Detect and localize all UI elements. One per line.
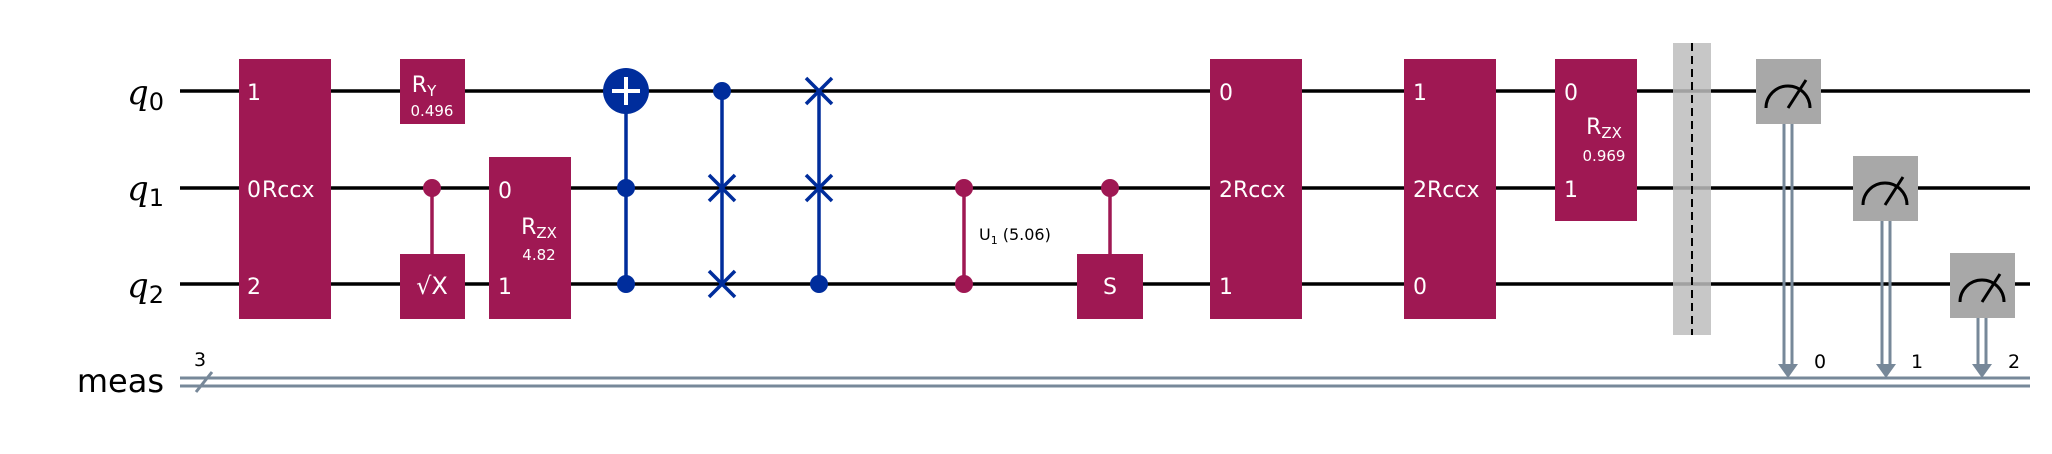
cswap-2-cross-q0: [804, 76, 834, 106]
cswap-gate-2: [804, 76, 834, 293]
rzx-2-pin-bot: 1: [1564, 178, 1578, 203]
rccx-2-pin-mid: 2: [1219, 178, 1233, 203]
rccx-gate-2: 0 2 Rccx 1: [1210, 59, 1302, 319]
csx-control-dot: [423, 179, 441, 197]
rccx-2-pin-top: 0: [1219, 81, 1233, 106]
measure-q1: 1: [1853, 156, 1923, 378]
rccx-1-pin-mid: 0: [247, 178, 261, 203]
rccx-1-pin-bot: 2: [247, 275, 261, 300]
rccx-2-name: Rccx: [1233, 178, 1286, 203]
cs-control-dot: [1101, 179, 1119, 197]
ry-name: RY: [412, 73, 437, 100]
cswap-gate-1: [707, 82, 737, 299]
ry-param: 0.496: [411, 102, 454, 120]
label-q0: q0: [127, 73, 164, 116]
cu1-label: U1(5.06): [979, 225, 1051, 247]
label-q1: q1: [127, 169, 164, 212]
rccx-1-pin-top: 1: [247, 81, 261, 106]
rzx-1-param: 4.82: [522, 246, 555, 264]
rzx-1-pin-top: 0: [498, 179, 512, 204]
classical-count: 3: [194, 349, 206, 371]
toffoli-control-q1: [617, 179, 635, 197]
rccx-3-pin-top: 1: [1413, 81, 1427, 106]
meter-icon: [1861, 181, 1909, 206]
measure-q0-bit: 0: [1814, 351, 1826, 373]
cs-name: S: [1103, 275, 1117, 300]
rzx-gate-1: 0 RZX 4.82 1: [489, 157, 571, 319]
rzx-1-name: RZX: [521, 215, 557, 242]
rccx-1-name: Rccx: [262, 178, 315, 203]
measure-q2-bit: 2: [2008, 351, 2020, 373]
toffoli-gate: [603, 68, 649, 293]
meter-icon: [1958, 278, 2006, 303]
measure-q0: 0: [1756, 59, 1826, 378]
rzx-1-pin-bot: 1: [498, 275, 512, 300]
cswap-2-control: [810, 275, 828, 293]
cs-gate: S: [1077, 179, 1143, 319]
cu1-dot-q1: [955, 179, 973, 197]
rzx-2-param: 0.969: [1583, 147, 1626, 165]
cu1-dot-q2: [955, 275, 973, 293]
cu1-gate: U1(5.06): [955, 179, 1051, 293]
cswap-1-control: [713, 82, 731, 100]
meter-icon: [1764, 84, 1812, 109]
label-q2: q2: [127, 266, 164, 309]
rzx-gate-2: 0 RZX 0.969 1: [1555, 59, 1637, 221]
toffoli-control-q2: [617, 275, 635, 293]
cswap-1-cross-q1: [707, 173, 737, 203]
rccx-gate-3: 1 2 Rccx 0: [1404, 59, 1496, 319]
measure-q2: 2: [1950, 253, 2020, 378]
rccx-3-pin-mid: 2: [1413, 178, 1427, 203]
rzx-2-pin-top: 0: [1564, 81, 1578, 106]
csx-gate: √X: [400, 179, 465, 319]
cswap-2-cross-q1: [804, 173, 834, 203]
barrier: [1673, 43, 1711, 335]
rzx-2-name: RZX: [1586, 115, 1622, 142]
cswap-1-cross-q2: [707, 269, 737, 299]
label-meas: meas: [77, 362, 164, 400]
csx-name: √X: [416, 272, 448, 300]
classical-wire-slash: [194, 371, 214, 393]
rccx-3-pin-bot: 0: [1413, 275, 1427, 300]
rccx-3-name: Rccx: [1427, 178, 1480, 203]
rccx-2-pin-bot: 1: [1219, 275, 1233, 300]
measure-q1-bit: 1: [1911, 351, 1923, 373]
rccx-gate-1: 1 0 Rccx 2: [239, 59, 331, 319]
ry-gate: RY 0.496: [400, 59, 465, 124]
